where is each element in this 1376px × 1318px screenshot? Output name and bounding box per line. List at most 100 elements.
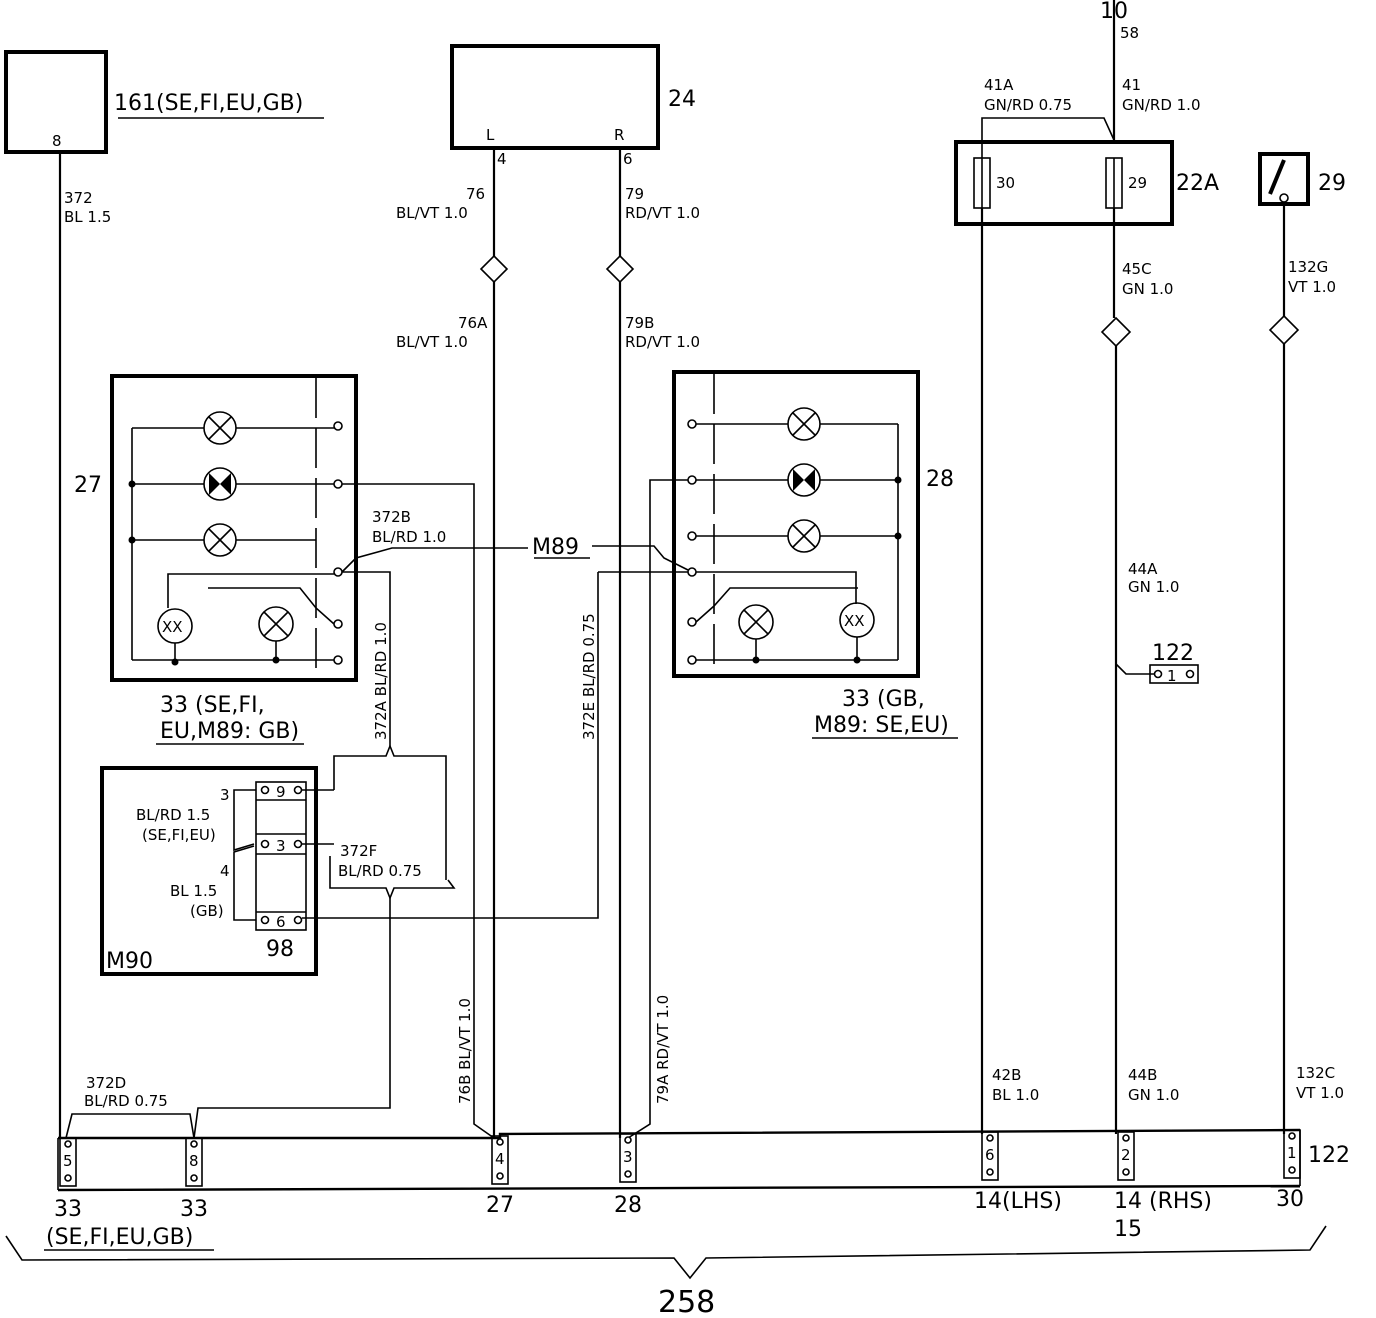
svg-text:132C: 132C [1296, 1064, 1335, 1082]
m89-label: M89 [532, 535, 579, 560]
svg-text:79A RD/VT 1.0: 79A RD/VT 1.0 [654, 995, 672, 1104]
svg-text:76B BL/VT 1.0: 76B BL/VT 1.0 [456, 998, 474, 1104]
svg-text:29: 29 [1128, 174, 1147, 192]
svg-text:XX: XX [162, 618, 183, 636]
svg-text:41: 41 [1122, 76, 1141, 94]
svg-text:EU,M89: GB): EU,M89: GB) [160, 719, 299, 744]
svg-text:122: 122 [1152, 641, 1194, 666]
svg-text:58: 58 [1120, 24, 1139, 42]
component-29-label: 29 [1318, 171, 1346, 196]
svg-text:BL 1.5: BL 1.5 [170, 882, 217, 900]
svg-text:BL/RD 0.75: BL/RD 0.75 [338, 862, 422, 880]
svg-text:3: 3 [220, 786, 230, 804]
svg-text:33 (GB,: 33 (GB, [842, 687, 925, 712]
svg-text:6: 6 [985, 1146, 995, 1164]
svg-text:(GB): (GB) [190, 902, 224, 920]
svg-text:BL/RD 1.5: BL/RD 1.5 [136, 806, 210, 824]
svg-text:VT 1.0: VT 1.0 [1288, 278, 1336, 296]
svg-text:45C: 45C [1122, 260, 1152, 278]
component-28-label: 28 [926, 467, 954, 492]
svg-text:GN/RD 1.0: GN/RD 1.0 [1122, 96, 1201, 114]
svg-text:6: 6 [276, 913, 286, 931]
svg-text:RD/VT 1.0: RD/VT 1.0 [625, 333, 700, 351]
svg-text:M89: SE,EU): M89: SE,EU) [814, 713, 949, 738]
svg-text:28: 28 [614, 1193, 642, 1218]
splice-132g [1268, 314, 1300, 346]
svg-text:372D: 372D [86, 1074, 126, 1092]
svg-text:5: 5 [63, 1152, 73, 1170]
svg-text:1: 1 [1167, 667, 1177, 685]
svg-text:132G: 132G [1288, 258, 1328, 276]
svg-text:R: R [614, 126, 624, 144]
svg-text:1: 1 [1287, 1144, 1297, 1162]
svg-text:3: 3 [623, 1148, 633, 1166]
splice-79 [605, 254, 635, 284]
svg-text:3: 3 [276, 837, 286, 855]
svg-text:(SE,FI,EU): (SE,FI,EU) [142, 826, 216, 844]
connector-122-small: 122 1 [1115, 641, 1199, 685]
svg-text:GN 1.0: GN 1.0 [1128, 578, 1179, 596]
svg-text:BL/RD 0.75: BL/RD 0.75 [84, 1092, 168, 1110]
component-24-label: 24 [668, 87, 696, 112]
svg-text:9: 9 [276, 783, 286, 801]
svg-text:41A: 41A [984, 76, 1014, 94]
svg-text:33 (SE,FI,: 33 (SE,FI, [160, 693, 265, 718]
svg-text:30: 30 [996, 174, 1015, 192]
group-258-label: 258 [658, 1285, 715, 1318]
switch-29: 29 [1258, 152, 1346, 206]
connector-122-label: 122 [1308, 1143, 1350, 1168]
svg-text:372E BL/RD 0.75: 372E BL/RD 0.75 [580, 613, 598, 740]
svg-text:GN 1.0: GN 1.0 [1122, 280, 1173, 298]
component-22a-label: 22A [1176, 171, 1219, 196]
svg-text:8: 8 [189, 1152, 199, 1170]
component-161-label: 161(SE,FI,EU,GB) [114, 91, 303, 116]
svg-text:44B: 44B [1128, 1066, 1157, 1084]
pin-8-label: 8 [52, 132, 62, 150]
module-m90: M90 9 3 6 98 3 BL/RD 1.5 (SE,FI,EU) 4 BL… [100, 766, 318, 976]
light-unit-27: 27 XX [74, 374, 358, 682]
svg-text:BL/VT 1.0: BL/VT 1.0 [396, 333, 468, 351]
svg-text:33: 33 [54, 1197, 82, 1222]
component-24: L R 24 4 6 [450, 44, 696, 168]
svg-text:14 (RHS): 14 (RHS) [1114, 1189, 1212, 1214]
svg-text:VT 1.0: VT 1.0 [1296, 1084, 1344, 1102]
svg-text:GN/RD 0.75: GN/RD 0.75 [984, 96, 1072, 114]
svg-text:BL/VT 1.0: BL/VT 1.0 [396, 204, 468, 222]
svg-text:372B: 372B [372, 508, 411, 526]
svg-text:(SE,FI,EU,GB): (SE,FI,EU,GB) [46, 1225, 193, 1250]
light-unit-28: 28 XX [672, 370, 954, 678]
svg-text:RD/VT 1.0: RD/VT 1.0 [625, 204, 700, 222]
svg-text:BL/RD 1.0: BL/RD 1.0 [372, 528, 446, 546]
wire-372-spec: BL 1.5 [64, 208, 111, 226]
svg-text:6: 6 [623, 150, 633, 168]
svg-text:42B: 42B [992, 1066, 1021, 1084]
component-27-label: 27 [74, 473, 102, 498]
component-161: 8 161(SE,FI,EU,GB) [4, 50, 324, 154]
fuse-box-22a: 30 29 22A [954, 140, 1219, 226]
svg-text:L: L [486, 126, 495, 144]
svg-text:76A: 76A [458, 314, 488, 332]
m90-label: M90 [106, 949, 153, 974]
svg-text:15: 15 [1114, 1217, 1142, 1242]
svg-text:4: 4 [495, 1150, 505, 1168]
svg-text:XX: XX [844, 612, 865, 630]
svg-text:4: 4 [220, 862, 230, 880]
svg-text:33: 33 [180, 1197, 208, 1222]
splice-45c [1100, 316, 1132, 348]
svg-text:76: 76 [466, 185, 485, 203]
svg-text:BL 1.0: BL 1.0 [992, 1086, 1039, 1104]
svg-text:GN 1.0: GN 1.0 [1128, 1086, 1179, 1104]
svg-text:372F: 372F [340, 842, 377, 860]
svg-text:98: 98 [266, 937, 294, 962]
wire-372-id: 372 [64, 189, 93, 207]
svg-text:79: 79 [625, 185, 644, 203]
svg-text:14(LHS): 14(LHS) [974, 1189, 1062, 1214]
svg-text:2: 2 [1121, 1146, 1131, 1164]
svg-text:44A: 44A [1128, 560, 1158, 578]
connector-122: 122 5 8 4 3 6 2 1 [57, 1128, 1350, 1192]
svg-text:4: 4 [497, 150, 507, 168]
svg-text:79B: 79B [625, 314, 654, 332]
svg-text:30: 30 [1276, 1187, 1304, 1212]
splice-76 [479, 254, 509, 284]
